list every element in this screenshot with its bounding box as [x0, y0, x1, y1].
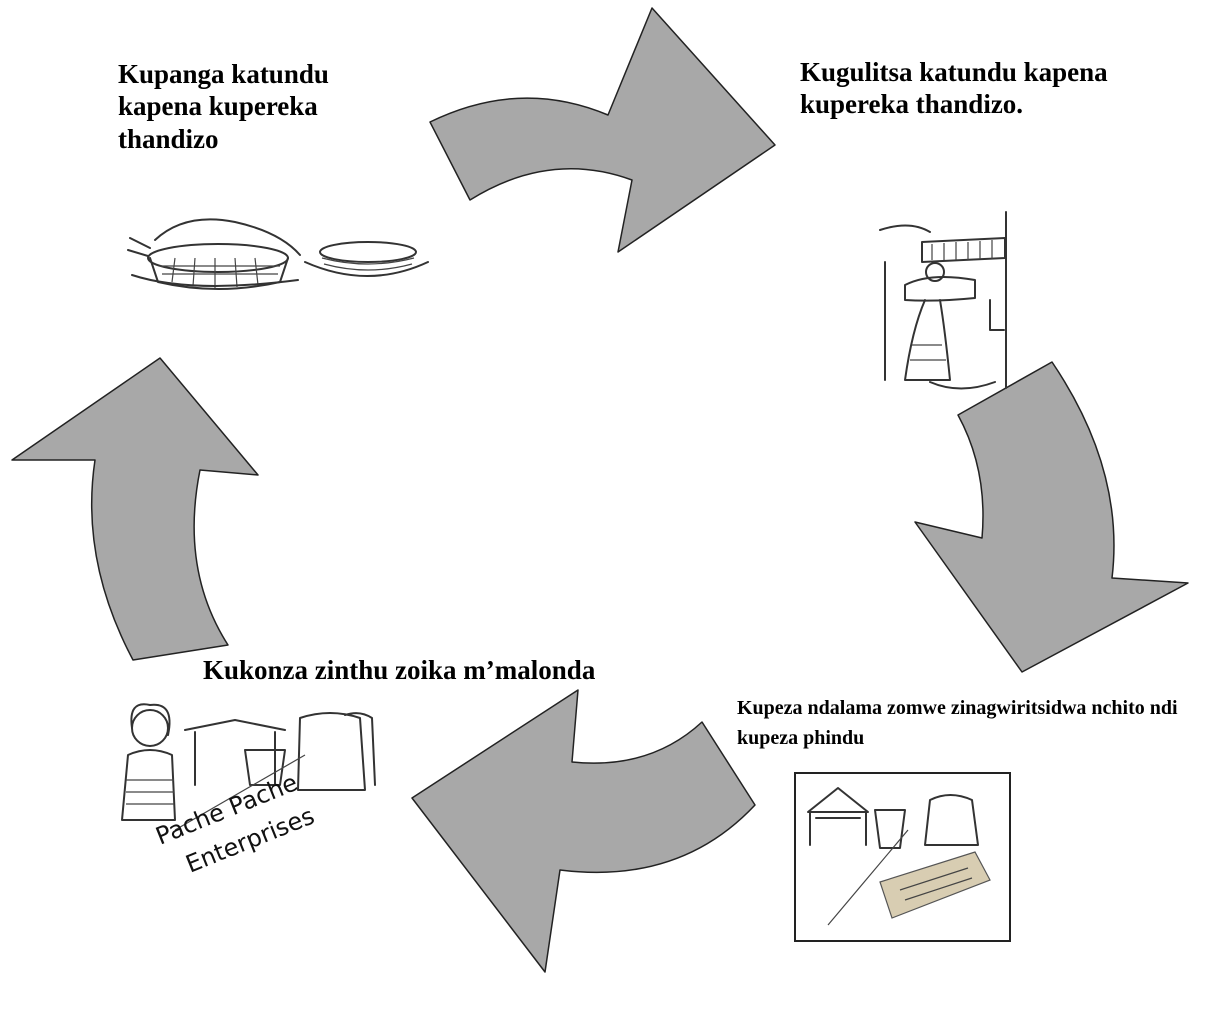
money-illustration: [794, 772, 1011, 942]
baskets-illustration: [127, 218, 429, 290]
cycle-arrow-left: [11, 357, 259, 661]
step-label-plan: Kupanga katundu kapena kupereka thandizo: [118, 59, 329, 154]
cycle-arrow-top: [429, 7, 776, 253]
enterprise-illustration: Pache Pache Enterprises: [121, 703, 376, 879]
market-seller-illustration: [879, 211, 1007, 390]
step-label-prepare: Kukonza zinthu zoika m’malonda: [203, 655, 596, 685]
cycle-arrow-bottom: [411, 689, 756, 973]
step-label-sell: Kugulitsa katundu kapena kupereka thandi…: [800, 57, 1108, 120]
step-label-profit: Kupeza ndalama zomwe zinagwiritsidwa nch…: [737, 697, 1178, 749]
cycle-arrow-right: [914, 361, 1189, 673]
